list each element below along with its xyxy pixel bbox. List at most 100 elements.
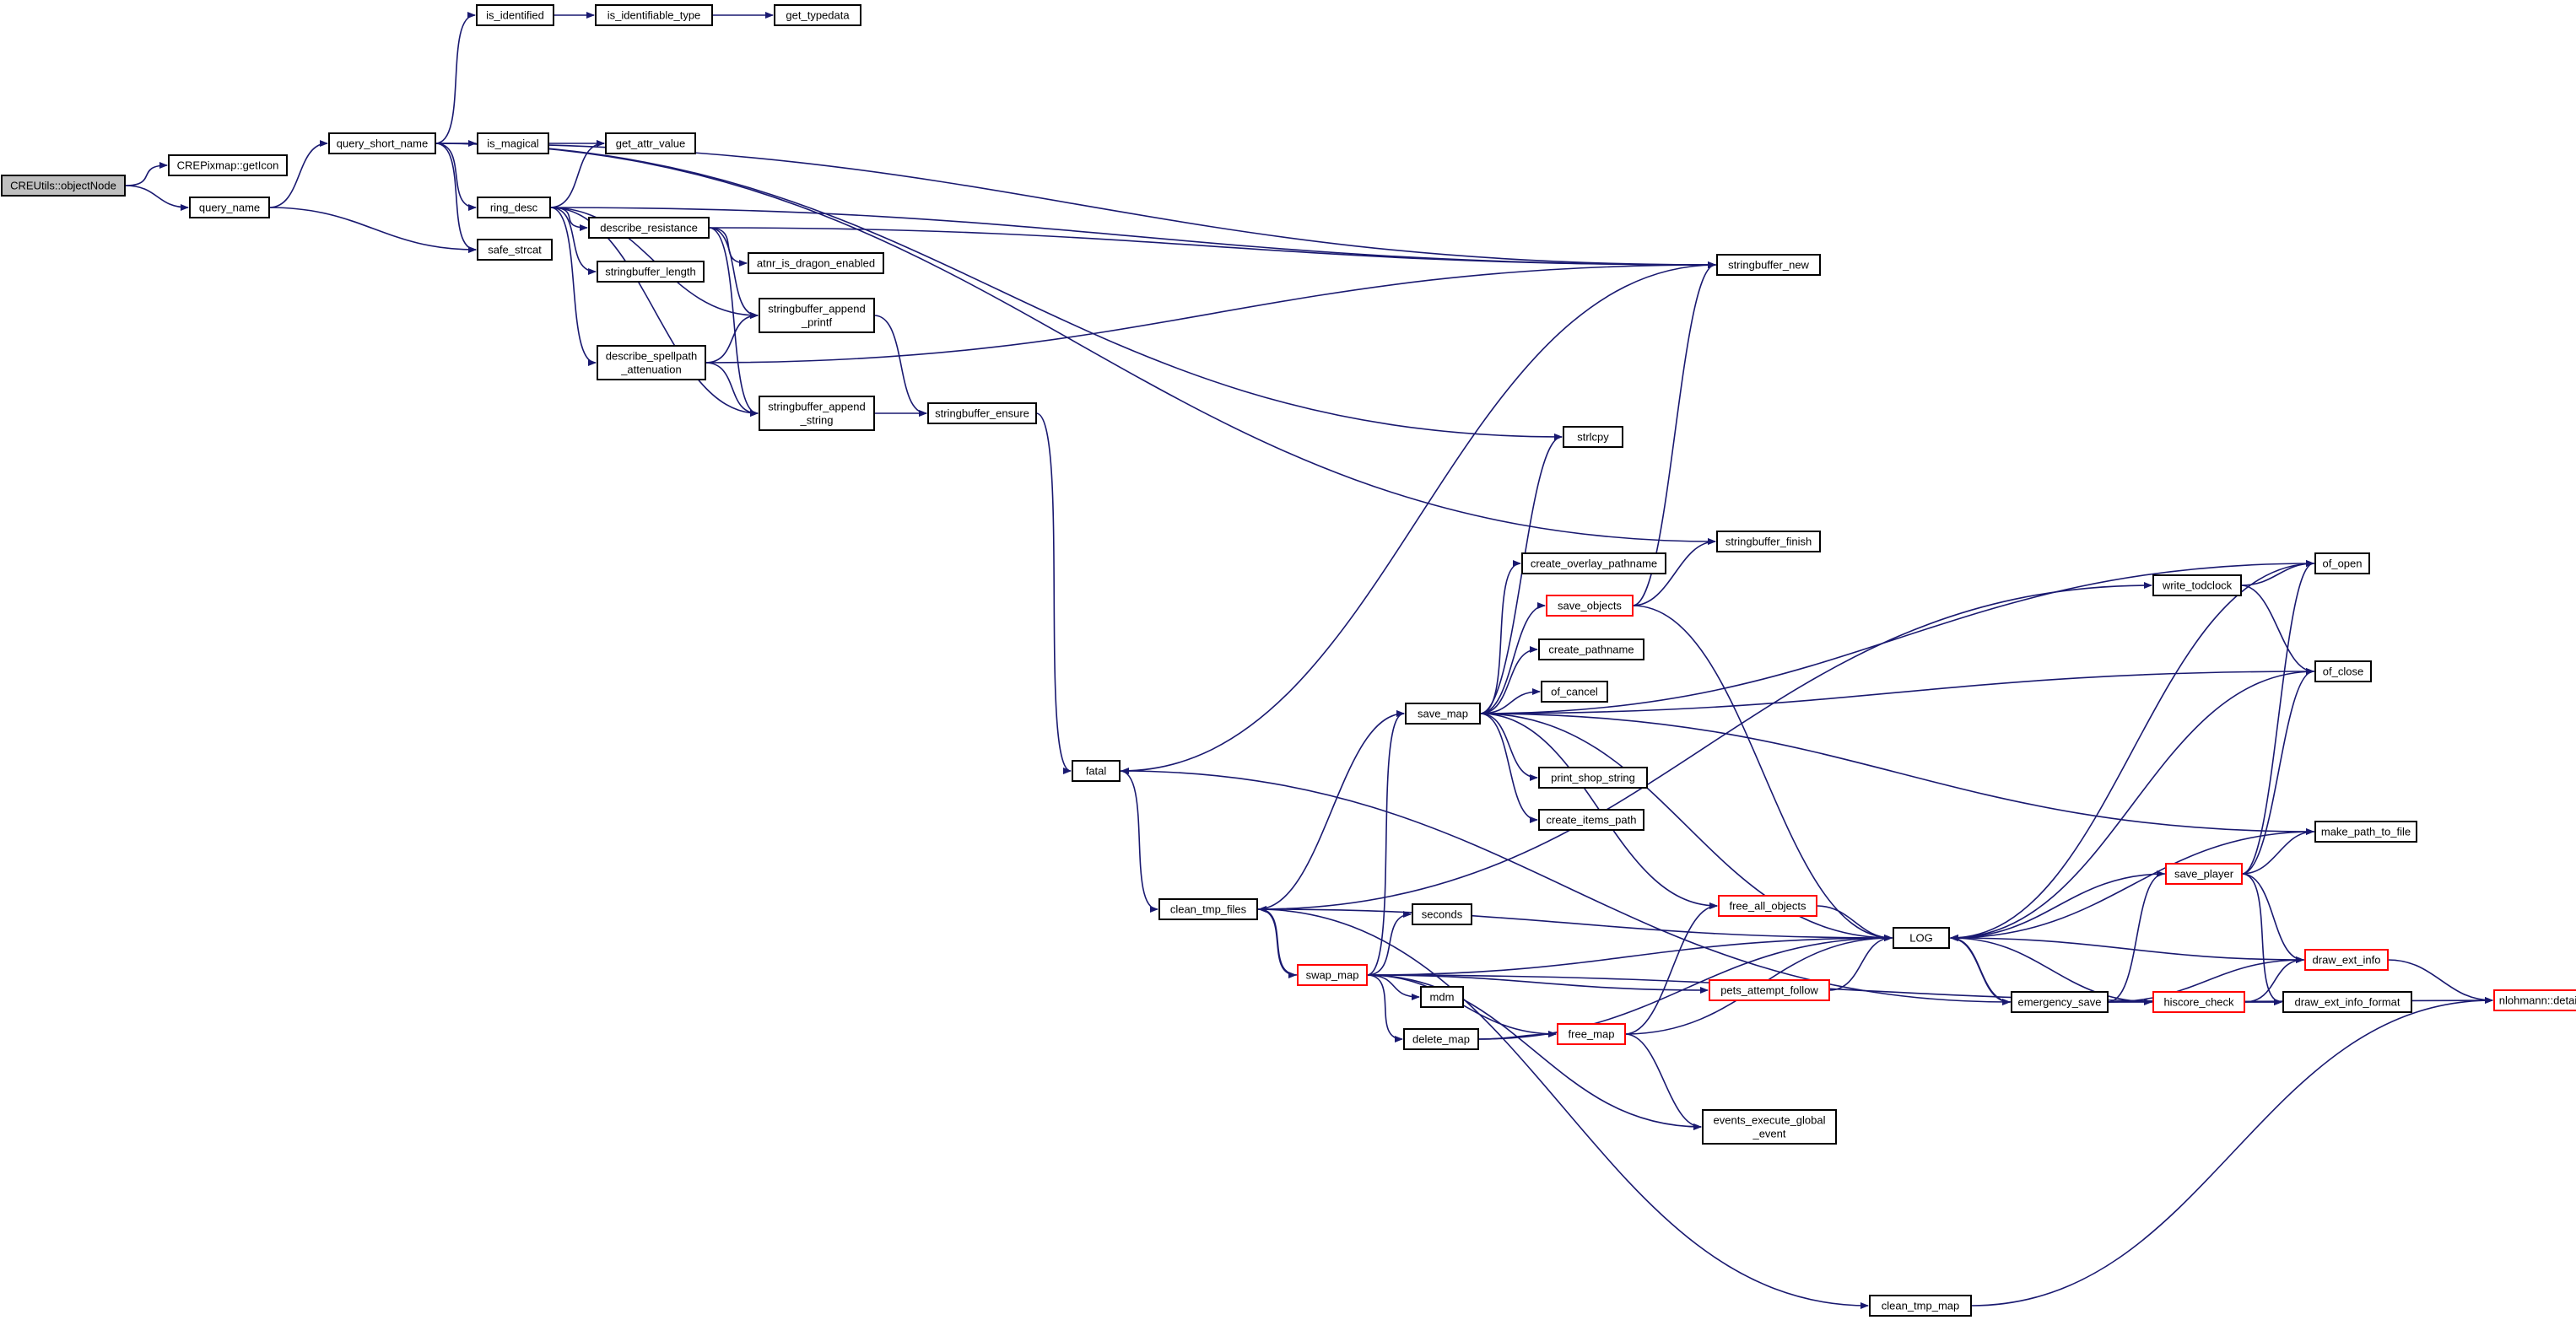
node-sb_string[interactable]: stringbuffer_append_string xyxy=(759,396,875,431)
edge-save_player-to-of_open xyxy=(2241,560,2314,875)
edge-emergency_save-to-LOG xyxy=(1950,935,2012,1003)
node-free_all_objects[interactable]: free_all_objects xyxy=(1718,895,1817,917)
edge-ring_desc-to-sb_string xyxy=(549,207,759,417)
node-make_path[interactable]: make_path_to_file xyxy=(2314,821,2417,843)
node-label: stringbuffer_append xyxy=(768,303,865,315)
node-describe_spellpath[interactable]: describe_spellpath_attenuation xyxy=(597,345,706,380)
edge-path xyxy=(549,207,759,417)
node-label: free_all_objects xyxy=(1729,900,1806,913)
edge-write_todclock-to-of_open xyxy=(2240,560,2314,586)
node-box xyxy=(1702,1109,1837,1145)
edge-path xyxy=(1948,937,2011,1005)
node-create_overlay[interactable]: create_overlay_pathname xyxy=(1521,552,1666,574)
node-print_shop[interactable]: print_shop_string xyxy=(1538,767,1648,789)
node-box xyxy=(2152,991,2245,1013)
node-box xyxy=(927,402,1037,424)
node-sb_ensure[interactable]: stringbuffer_ensure xyxy=(927,402,1037,424)
node-fatal[interactable]: fatal xyxy=(1072,760,1121,782)
node-atnr[interactable]: atnr_is_dragon_enabled xyxy=(748,252,884,274)
node-sb_printf[interactable]: stringbuffer_append_printf xyxy=(759,298,875,333)
node-is_identifiable_type[interactable]: is_identifiable_type xyxy=(595,4,713,26)
edge-path xyxy=(1950,935,2154,1003)
node-save_objects[interactable]: save_objects xyxy=(1546,595,1634,617)
node-label: safe_strcat xyxy=(488,244,542,256)
edge-clean_tmp_files-to-clean_tmp_map xyxy=(1256,908,1869,1309)
node-sb_finish[interactable]: stringbuffer_finish xyxy=(1716,531,1821,552)
node-is_identified[interactable]: is_identified xyxy=(476,4,554,26)
node-free_map[interactable]: free_map xyxy=(1557,1023,1626,1045)
node-label: events_execute_global xyxy=(1714,1114,1826,1127)
node-query_name[interactable]: query_name xyxy=(189,197,270,218)
edge-save_map-to-create_pathname xyxy=(1479,646,1538,714)
edge-swap_map-to-LOG xyxy=(1366,935,1893,976)
node-create_items[interactable]: create_items_path xyxy=(1538,809,1644,831)
node-sb_new[interactable]: stringbuffer_new xyxy=(1716,254,1821,276)
node-events_exec[interactable]: events_execute_global_event xyxy=(1702,1109,1837,1145)
node-write_todclock[interactable]: write_todclock xyxy=(2152,574,2242,596)
edge-draw_ext_info-to-LOG xyxy=(1950,935,2306,961)
edge-save_map-to-of_cancel xyxy=(1479,688,1541,714)
node-label: _printf xyxy=(801,316,833,329)
node-box xyxy=(1718,895,1817,917)
edge-clean_tmp_files-to-swap_map xyxy=(1256,908,1297,978)
node-is_magical[interactable]: is_magical xyxy=(477,132,549,154)
edge-path xyxy=(1479,713,2314,835)
node-label: print_shop_string xyxy=(1551,772,1635,784)
node-label: get_typedata xyxy=(786,9,850,22)
edge-path xyxy=(1632,538,1716,606)
edge-emergency_save-to-save_player xyxy=(2107,870,2165,1003)
edge-make_path-to-LOG xyxy=(1950,831,2316,941)
edge-sb_new-to-fatal xyxy=(1121,264,1718,774)
node-box xyxy=(2314,821,2417,843)
node-seconds[interactable]: seconds xyxy=(1412,903,1472,925)
edge-path xyxy=(2240,585,2314,675)
node-clean_tmp_map[interactable]: clean_tmp_map xyxy=(1869,1295,1972,1317)
node-draw_ext_info[interactable]: draw_ext_info xyxy=(2304,949,2389,971)
node-strlcpy[interactable]: strlcpy xyxy=(1563,426,1623,448)
node-objectNode[interactable]: CREUtils::objectNode xyxy=(1,175,126,197)
node-LOG[interactable]: LOG xyxy=(1893,927,1950,949)
edge-query_short_name-to-is_identified xyxy=(435,12,476,144)
node-hiscore_check[interactable]: hiscore_check xyxy=(2152,991,2245,1013)
node-draw_ext_info_format[interactable]: draw_ext_info_format xyxy=(2282,991,2412,1013)
edge-query_short_name-to-sb_new xyxy=(435,143,1716,268)
edge-query_short_name-to-strlcpy xyxy=(435,143,1563,440)
node-save_map[interactable]: save_map xyxy=(1405,703,1481,725)
edge-path xyxy=(435,143,1716,268)
edge-path xyxy=(1119,770,1158,913)
edge-path xyxy=(1256,582,2152,910)
node-label: _attenuation xyxy=(620,364,682,376)
node-of_open[interactable]: of_open xyxy=(2314,552,2370,574)
edge-save_map-to-make_path xyxy=(1479,713,2314,835)
node-describe_resistance[interactable]: describe_resistance xyxy=(588,217,710,239)
edge-path xyxy=(1121,264,1718,774)
node-of_cancel[interactable]: of_cancel xyxy=(1541,681,1608,703)
edge-hiscore_check-to-draw_ext_info xyxy=(2244,956,2304,1003)
node-nlohmann_void[interactable]: nlohmann::detail::void xyxy=(2493,989,2576,1011)
node-getIcon[interactable]: CREPixmap::getIcon xyxy=(168,154,288,176)
node-get_typedata[interactable]: get_typedata xyxy=(774,4,861,26)
node-create_pathname[interactable]: create_pathname xyxy=(1538,638,1644,660)
node-box xyxy=(2152,574,2242,596)
node-save_player[interactable]: save_player xyxy=(2165,863,2243,885)
node-label: clean_tmp_files xyxy=(1170,903,1247,916)
edge-path xyxy=(549,207,1716,268)
node-pets_attempt[interactable]: pets_attempt_follow xyxy=(1709,979,1830,1001)
node-delete_map[interactable]: delete_map xyxy=(1403,1028,1479,1050)
node-of_close[interactable]: of_close xyxy=(2314,660,2372,682)
node-swap_map[interactable]: swap_map xyxy=(1297,964,1368,986)
node-label: create_overlay_pathname xyxy=(1531,558,1657,570)
edge-path xyxy=(435,12,476,144)
edge-path xyxy=(1479,560,1521,714)
node-query_short_name[interactable]: query_short_name xyxy=(328,132,436,154)
node-stringbuffer_length[interactable]: stringbuffer_length xyxy=(597,261,705,283)
node-safe_strcat[interactable]: safe_strcat xyxy=(477,239,553,261)
node-emergency_save[interactable]: emergency_save xyxy=(2011,991,2109,1013)
node-clean_tmp_files[interactable]: clean_tmp_files xyxy=(1158,898,1258,920)
node-mdm[interactable]: mdm xyxy=(1420,986,1464,1008)
node-box xyxy=(328,132,436,154)
node-label: pets_attempt_follow xyxy=(1720,984,1818,997)
node-box xyxy=(1297,964,1368,986)
node-get_attr_value[interactable]: get_attr_value xyxy=(605,132,696,154)
node-ring_desc[interactable]: ring_desc xyxy=(477,197,551,218)
